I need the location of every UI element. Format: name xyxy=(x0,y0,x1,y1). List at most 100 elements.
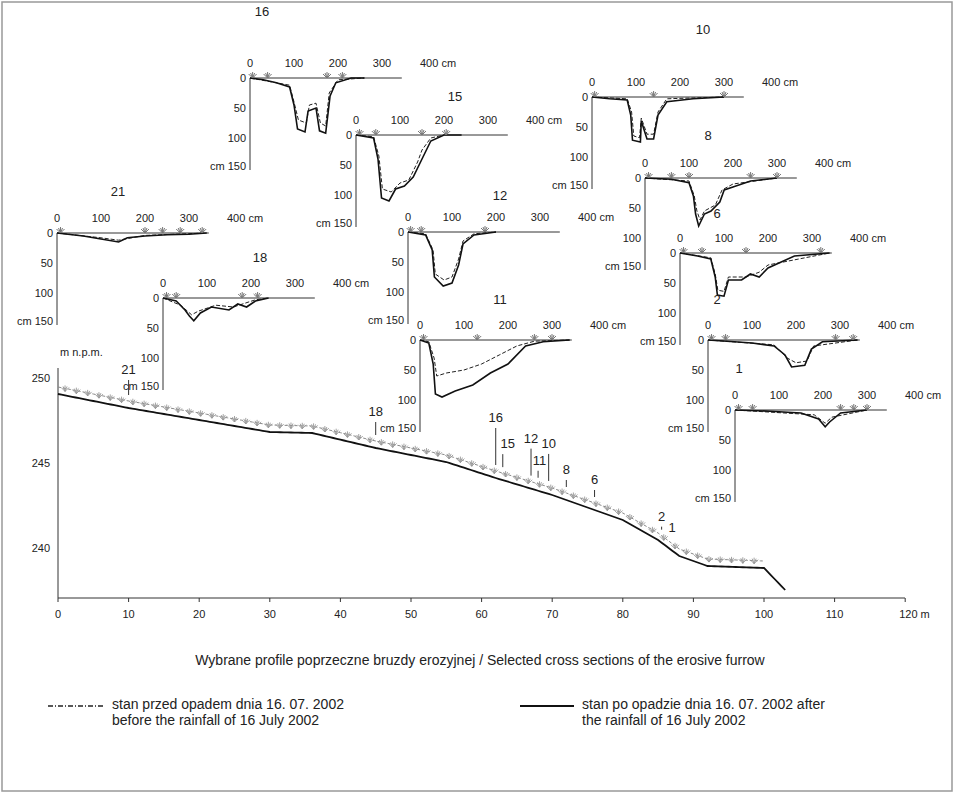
legend-sample xyxy=(520,705,574,707)
width-tick: 200 xyxy=(787,319,805,332)
profile-after xyxy=(645,178,777,226)
distance-tick: 20 xyxy=(193,608,205,621)
depth-tick: 50 xyxy=(392,256,404,269)
width-tick: 400 cm xyxy=(227,212,263,225)
depth-tick: 100 xyxy=(713,464,731,477)
width-tick: 200 xyxy=(814,389,832,402)
width-tick: 100 xyxy=(391,114,409,127)
profile-before xyxy=(163,298,269,315)
depth-tick: 0 xyxy=(47,227,53,240)
depth-tick: 0 xyxy=(346,129,352,142)
grass-tuft xyxy=(423,448,431,454)
profile-after xyxy=(708,340,858,367)
grass-tuft xyxy=(174,406,182,412)
grass-tuft xyxy=(129,399,137,405)
grass-tuft xyxy=(742,247,750,253)
depth-tick: cm 150 xyxy=(605,260,641,273)
section-number: 6 xyxy=(713,207,720,222)
grass-tuft xyxy=(481,226,489,232)
elevation-tick: 240 xyxy=(32,542,50,555)
grass-tuft xyxy=(650,91,658,97)
depth-tick: 0 xyxy=(670,247,676,260)
width-tick: 300 xyxy=(715,76,733,89)
grass-tuft xyxy=(739,557,747,563)
depth-tick: cm 150 xyxy=(640,335,676,348)
width-axis xyxy=(250,78,402,79)
profile-after xyxy=(408,232,496,286)
callout-line xyxy=(548,454,549,481)
grass-tuft xyxy=(685,172,693,178)
grass-tuft xyxy=(728,557,736,563)
section-number: 15 xyxy=(448,90,462,105)
grass-tuft xyxy=(400,444,408,450)
profile-after xyxy=(57,233,207,242)
section-number: 8 xyxy=(704,129,711,144)
width-tick: 200 xyxy=(499,319,517,332)
depth-tick: 100 xyxy=(658,307,676,320)
width-tick: 0 xyxy=(732,389,738,402)
grass-tuft xyxy=(615,509,623,515)
callout-line xyxy=(495,428,496,465)
grass-tuft xyxy=(118,397,126,403)
width-tick: 400 cm xyxy=(333,277,369,290)
tick-mark xyxy=(905,598,906,602)
depth-tick: cm 150 xyxy=(380,422,416,435)
grass-tuft xyxy=(708,334,716,340)
grass-tuft xyxy=(323,72,331,78)
callout-line xyxy=(375,422,376,435)
depth-tick: cm 150 xyxy=(695,492,731,505)
grass-tuft xyxy=(417,226,425,232)
width-tick: 0 xyxy=(353,114,359,127)
grass-tuft xyxy=(310,423,318,429)
grass-tuft xyxy=(473,334,481,340)
depth-axis xyxy=(645,178,646,270)
grass-tuft xyxy=(141,227,149,233)
grass-tuft xyxy=(219,414,227,420)
depth-tick: cm 150 xyxy=(552,179,588,192)
depth-tick: 100 xyxy=(398,394,416,407)
grass-tuft xyxy=(253,420,261,426)
width-tick: 100 xyxy=(627,76,645,89)
distance-tick: 30 xyxy=(264,608,276,621)
grass-tuft xyxy=(377,439,385,445)
width-axis xyxy=(163,298,315,299)
cross-section xyxy=(356,129,508,227)
width-axis xyxy=(356,135,508,136)
surface-after xyxy=(58,394,785,590)
grass-tuft xyxy=(735,404,743,410)
grass-tuft xyxy=(773,172,781,178)
grass-tuft xyxy=(603,505,611,511)
depth-tick: cm 150 xyxy=(668,422,704,435)
depth-axis xyxy=(708,340,709,432)
axis-unit: m n.p.m. xyxy=(60,346,103,359)
depth-tick: 100 xyxy=(334,189,352,202)
depth-axis xyxy=(680,253,681,345)
grass-tuft xyxy=(442,129,450,135)
depth-tick: 0 xyxy=(410,334,416,347)
section-number: 18 xyxy=(253,251,267,266)
legend-sample xyxy=(48,705,104,706)
width-tick: 100 xyxy=(443,211,461,224)
width-tick: 200 xyxy=(759,232,777,245)
depth-tick: 50 xyxy=(719,434,731,447)
grass-tuft xyxy=(298,423,306,429)
width-tick: 300 xyxy=(479,114,497,127)
distance-tick: 90 xyxy=(687,608,699,621)
profile-after xyxy=(735,410,867,427)
width-tick: 0 xyxy=(247,57,253,70)
profile-before xyxy=(680,253,830,291)
width-tick: 300 xyxy=(768,157,786,170)
grass-tuft xyxy=(592,501,600,507)
grass-tuft xyxy=(682,549,690,555)
depth-axis xyxy=(735,410,736,502)
depth-axis xyxy=(356,135,357,227)
depth-tick: 0 xyxy=(635,172,641,185)
grass-tuft xyxy=(356,129,364,135)
width-axis xyxy=(408,232,560,233)
grass-tuft xyxy=(626,514,634,520)
width-tick: 400 cm xyxy=(420,57,456,70)
section-number: 1 xyxy=(735,362,742,377)
